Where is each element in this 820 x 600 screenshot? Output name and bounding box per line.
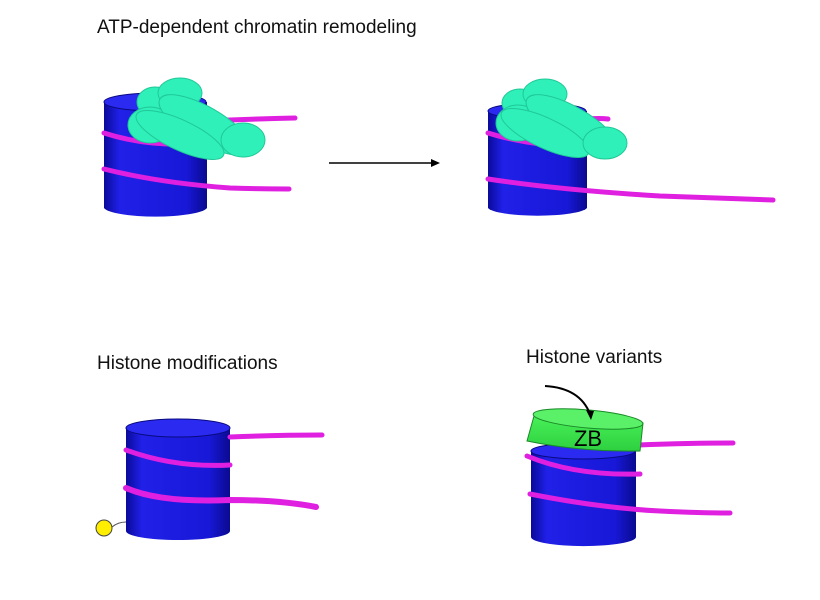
- nucleosome-variant: ZB: [524, 385, 736, 547]
- nucleosome-modified: [95, 418, 325, 540]
- variant-arrow-head: [586, 410, 594, 420]
- histone-variant-disc: [526, 408, 644, 452]
- dna-strand: [101, 166, 292, 192]
- remodeling-title: ATP-dependent chromatin remodeling: [97, 17, 417, 38]
- histone-core: [126, 428, 230, 540]
- dna-strand: [485, 176, 776, 203]
- dna-strand: [227, 432, 325, 440]
- transition-arrow: [329, 159, 440, 167]
- dna-strand: [123, 485, 319, 510]
- remodeler-complex: [127, 77, 266, 160]
- variant-label: ZB: [574, 426, 602, 451]
- dna-strand: [635, 440, 736, 448]
- histone-top: [125, 418, 231, 438]
- modification-mark-icon: [95, 519, 113, 537]
- modification-linker: [111, 521, 127, 528]
- dna-strand: [123, 447, 233, 468]
- nucleosome-before: [101, 77, 298, 217]
- modifications-title: Histone modifications: [97, 353, 278, 374]
- remodeler-complex: [495, 78, 628, 160]
- dna-strand: [524, 453, 643, 477]
- variants-title: Histone variants: [526, 347, 663, 368]
- dna-strand: [527, 491, 733, 516]
- nucleosome-after: [485, 78, 776, 216]
- variant-arrow: [544, 385, 591, 415]
